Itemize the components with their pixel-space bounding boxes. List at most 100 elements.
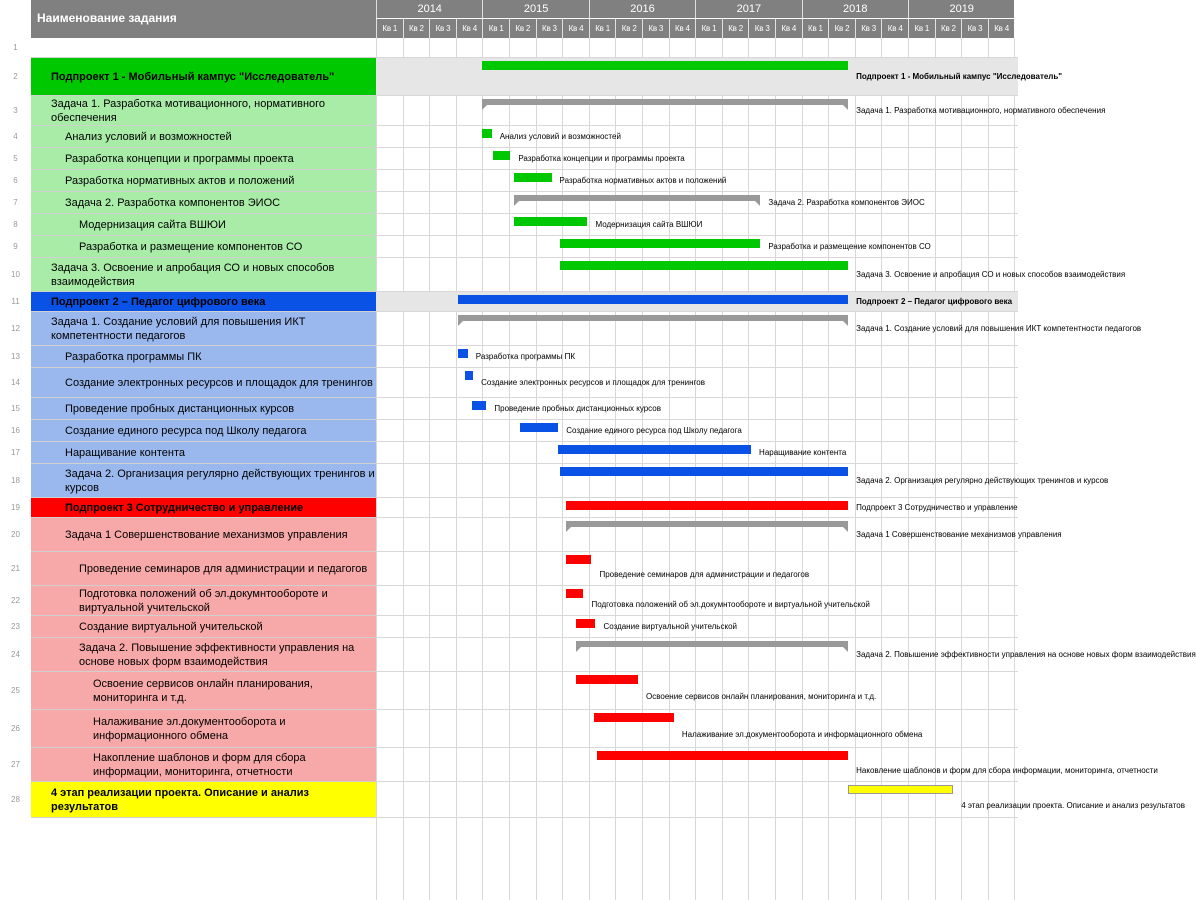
task-bar-label: Задача 1. Разработка мотивационного, нор…	[856, 106, 1106, 115]
task-name-cell[interactable]: Подпроект 2 – Педагог цифрового века	[31, 292, 376, 312]
summary-task-bar[interactable]	[575, 641, 849, 652]
task-name-cell[interactable]: 4 этап реализации проекта. Описание и ан…	[31, 782, 376, 818]
task-bar[interactable]	[559, 261, 849, 270]
task-name-cell[interactable]: Разработка программы ПК	[31, 346, 376, 368]
summary-task-bar[interactable]	[514, 195, 761, 206]
task-name-cell[interactable]: Разработка концепции и программы проекта	[31, 148, 376, 170]
summary-task-bar[interactable]	[566, 521, 849, 532]
task-name-cell[interactable]: Разработка и размещение компонентов СО	[31, 236, 376, 258]
grid-line-vertical	[908, 38, 909, 900]
task-name-cell[interactable]: Задача 1. Разработка мотивационного, нор…	[31, 96, 376, 126]
row-number: 8	[13, 220, 18, 229]
row-number: 16	[11, 426, 20, 435]
task-name-cell[interactable]: Подпроект 1 - Мобильный кампус "Исследов…	[31, 58, 376, 96]
row-number: 24	[11, 650, 20, 659]
row-number: 21	[11, 564, 20, 573]
grid-line-vertical	[961, 38, 962, 900]
grid-line-horizontal	[376, 781, 1018, 782]
row-number: 9	[13, 242, 18, 251]
grid-line-horizontal	[376, 213, 1018, 214]
task-name-label: Разработка нормативных актов и положений	[65, 174, 295, 187]
task-bar[interactable]	[848, 785, 954, 794]
task-bar[interactable]	[566, 555, 592, 564]
task-name-cell[interactable]: Задача 2. Разработка компонентов ЭИОС	[31, 192, 376, 214]
summary-task-bar[interactable]	[482, 99, 849, 110]
task-bar-label: Подпроект 1 - Мобильный кампус "Исследов…	[856, 72, 1063, 81]
task-name-cell[interactable]: Задача 1 Совершенствование механизмов уп…	[31, 518, 376, 552]
task-name-cell[interactable]: Проведение пробных дистанционных курсов	[31, 398, 376, 420]
grid-line-vertical	[403, 38, 404, 900]
gantt-bars-area: Подпроект 1 - Мобильный кампус "Исследов…	[376, 38, 1196, 900]
task-name-cell[interactable]: Проведение семинаров для администрации и…	[31, 552, 376, 586]
task-name-label: Модернизация сайта ВШЮИ	[79, 218, 226, 231]
task-bar-label: Подпроект 2 – Педагог цифрового века	[856, 297, 1013, 306]
task-bar-label: Задача 2. Повышение эффективности управл…	[856, 650, 1196, 659]
task-name-cell[interactable]: Создание виртуальной учительской	[31, 616, 376, 638]
quarter-header: Кв 1	[588, 19, 616, 38]
quarter-header: Кв 3	[535, 19, 563, 38]
task-name-cell[interactable]: Задача 2. Организация регулярно действую…	[31, 464, 376, 498]
task-name-column-header[interactable]: Наименование задания	[31, 0, 376, 38]
task-name-cell[interactable]	[31, 38, 376, 58]
grid-line-horizontal	[376, 441, 1018, 442]
task-name-cell[interactable]: Подпроект 3 Сотрудничество и управление	[31, 498, 376, 518]
grid-line-horizontal	[376, 345, 1018, 346]
task-bar[interactable]	[493, 151, 511, 160]
task-bar[interactable]	[458, 349, 468, 358]
task-name-cell[interactable]: Создание единого ресурса под Школу педаг…	[31, 420, 376, 442]
task-name-cell[interactable]: Накопление шаблонов и форм для сбора инф…	[31, 748, 376, 782]
grid-line-horizontal	[376, 585, 1018, 586]
task-bar-label: Анализ условий и возможностей	[499, 132, 621, 141]
task-bar[interactable]	[596, 751, 849, 760]
quarter-header: Кв 2	[509, 19, 536, 38]
task-bar[interactable]	[566, 501, 849, 510]
task-bar[interactable]	[575, 619, 596, 628]
task-bar-label: Налаживание эл.документооборота и информ…	[681, 730, 923, 739]
task-bar[interactable]	[559, 239, 761, 248]
task-name-cell[interactable]: Задача 3. Освоение и апробация СО и новы…	[31, 258, 376, 292]
task-name-cell[interactable]: Модернизация сайта ВШЮИ	[31, 214, 376, 236]
task-bar[interactable]	[558, 445, 752, 454]
row-number: 14	[11, 378, 20, 387]
row-number: 19	[11, 503, 20, 512]
task-bar[interactable]	[465, 371, 474, 380]
task-bar-label: Задача 2. Организация регулярно действую…	[856, 476, 1109, 485]
task-bar[interactable]	[471, 401, 487, 410]
grid-line-horizontal	[376, 291, 1018, 292]
task-bar[interactable]	[566, 589, 584, 598]
task-name-cell[interactable]: Разработка нормативных актов и положений	[31, 170, 376, 192]
task-bar[interactable]	[482, 129, 492, 138]
task-bar[interactable]	[514, 173, 552, 182]
task-bar[interactable]	[575, 675, 638, 684]
task-bar[interactable]	[514, 217, 588, 226]
row-number: 23	[11, 622, 20, 631]
task-name-cell[interactable]: Налаживание эл.документооборота и информ…	[31, 710, 376, 748]
row-number: 5	[13, 154, 18, 163]
task-name-cell[interactable]: Наращивание контента	[31, 442, 376, 464]
row-number: 18	[11, 476, 20, 485]
row-number: 22	[11, 596, 20, 605]
task-bar[interactable]	[482, 61, 849, 70]
task-name-label: Разработка концепции и программы проекта	[65, 152, 294, 165]
task-bar-label: Наковление шаблонов и форм для сбора инф…	[856, 766, 1158, 775]
task-bar-label: Разработка концепции и программы проекта	[518, 154, 685, 163]
task-name-cell[interactable]: Освоение сервисов онлайн планирования, м…	[31, 672, 376, 710]
task-name-cell[interactable]: Задача 2. Повышение эффективности управл…	[31, 638, 376, 672]
task-bar-label: Создание единого ресурса под Школу педаг…	[566, 426, 742, 435]
task-name-cell[interactable]: Задача 1. Создание условий для повышения…	[31, 312, 376, 346]
task-name-cell[interactable]: Анализ условий и возможностей	[31, 126, 376, 148]
summary-task-bar[interactable]	[458, 315, 849, 326]
task-name-cell[interactable]: Создание электронных ресурсов и площадок…	[31, 368, 376, 398]
task-bar-label: Задача 3. Освоение и апробация СО и новы…	[856, 270, 1126, 279]
task-name-label: Подпроект 3 Сотрудничество и управление	[65, 501, 304, 514]
task-bar[interactable]	[458, 295, 849, 304]
task-bar[interactable]	[519, 423, 559, 432]
task-name-label: Подготовка положений об эл.докумнтооборо…	[79, 587, 328, 614]
task-name-cell[interactable]: Подготовка положений об эл.докумнтооборо…	[31, 586, 376, 616]
quarter-header: Кв 3	[642, 19, 669, 38]
task-name-label: Создание виртуальной учительской	[79, 620, 263, 633]
task-name-label: 4 этап реализации проекта. Описание и ан…	[51, 786, 309, 813]
task-bar[interactable]	[594, 713, 674, 722]
task-name-label: Задача 2. Повышение эффективности управл…	[79, 641, 355, 668]
task-bar[interactable]	[559, 467, 849, 476]
